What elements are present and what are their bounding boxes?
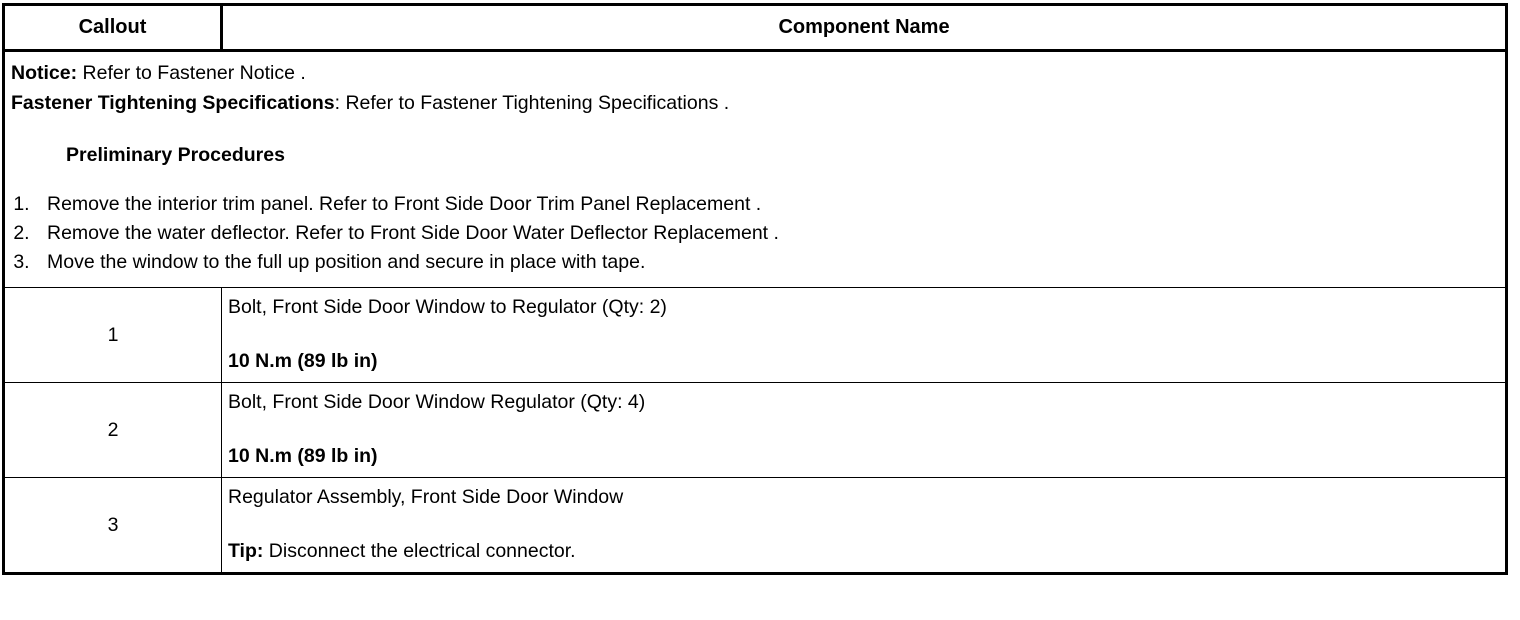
component-description: Regulator Assembly, Front Side Door Wind… bbox=[228, 486, 624, 508]
notice-preliminary-cell: Notice: Refer to Fastener Notice . Faste… bbox=[3, 50, 1507, 288]
table-row: 1 Bolt, Front Side Door Window to Regula… bbox=[3, 287, 1507, 383]
component-name-cell: Bolt, Front Side Door Window to Regulato… bbox=[221, 287, 1507, 383]
component-note: 10 N.m (89 lb in) bbox=[228, 445, 1499, 467]
fastener-spec-text: : Refer to Fastener Tightening Specifica… bbox=[334, 92, 730, 114]
list-item: Move the window to the full up position … bbox=[35, 248, 1499, 277]
table-header-row: Callout Component Name bbox=[3, 4, 1507, 52]
notice-text: Refer to Fastener Notice . bbox=[77, 62, 306, 84]
notice-label: Notice: bbox=[11, 62, 78, 84]
callout-number: 2 bbox=[3, 382, 222, 478]
callout-number: 1 bbox=[3, 287, 222, 383]
component-description: Bolt, Front Side Door Window Regulator (… bbox=[228, 391, 646, 413]
tip-label: Tip: bbox=[228, 540, 264, 562]
fastener-spec-label: Fastener Tightening Specifications bbox=[11, 92, 335, 114]
component-name-cell: Regulator Assembly, Front Side Door Wind… bbox=[222, 478, 1507, 574]
component-description: Bolt, Front Side Door Window to Regulato… bbox=[228, 296, 667, 318]
column-header-callout: Callout bbox=[3, 4, 223, 52]
preliminary-procedures-list: Remove the interior trim panel. Refer to… bbox=[11, 190, 1499, 277]
component-note: Tip: Disconnect the electrical connector… bbox=[228, 540, 1499, 562]
component-name-cell: Bolt, Front Side Door Window Regulator (… bbox=[221, 382, 1507, 478]
notice-and-preliminary-row: Notice: Refer to Fastener Notice . Faste… bbox=[3, 50, 1507, 288]
component-callout-table: Callout Component Name Notice: Refer to … bbox=[2, 3, 1508, 575]
torque-specification: 10 N.m (89 lb in) bbox=[228, 350, 378, 372]
table-row: 3 Regulator Assembly, Front Side Door Wi… bbox=[3, 477, 1507, 574]
torque-specification: 10 N.m (89 lb in) bbox=[228, 445, 378, 467]
fastener-notice-line: Notice: Refer to Fastener Notice . bbox=[11, 62, 1499, 84]
component-note: 10 N.m (89 lb in) bbox=[228, 350, 1499, 372]
service-procedure-table-container: Callout Component Name Notice: Refer to … bbox=[2, 3, 1508, 575]
component-note-text: Disconnect the electrical connector. bbox=[263, 540, 576, 562]
column-header-component-name: Component Name bbox=[221, 4, 1507, 52]
list-item: Remove the water deflector. Refer to Fro… bbox=[35, 219, 1499, 248]
fastener-tightening-spec-line: Fastener Tightening Specifications: Refe… bbox=[11, 92, 1499, 114]
preliminary-procedures-heading: Preliminary Procedures bbox=[66, 144, 285, 166]
table-row: 2 Bolt, Front Side Door Window Regulator… bbox=[3, 382, 1507, 478]
list-item: Remove the interior trim panel. Refer to… bbox=[35, 190, 1499, 219]
callout-number: 3 bbox=[3, 477, 222, 574]
